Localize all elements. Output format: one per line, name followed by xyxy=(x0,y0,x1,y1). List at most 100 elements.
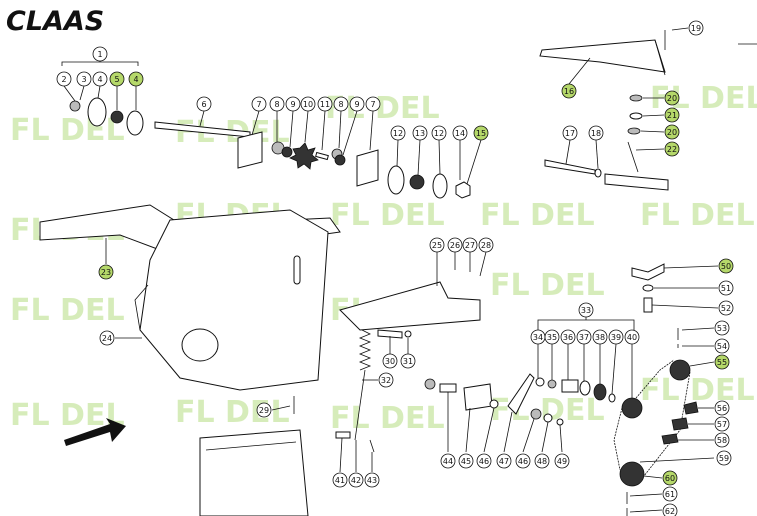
washer-part xyxy=(530,408,542,420)
chain-link-part xyxy=(661,433,679,445)
callout-circle xyxy=(109,71,125,87)
callout-number: 46 xyxy=(518,457,528,466)
callout-number: 34 xyxy=(533,333,543,342)
watermark: FL DEL xyxy=(480,198,595,233)
bearing-part xyxy=(110,110,124,124)
callout-2: 2 xyxy=(56,71,72,87)
callout-circle xyxy=(718,280,734,296)
callout-circle xyxy=(458,453,474,469)
callout-circle xyxy=(382,353,398,369)
callout-54: 54 xyxy=(714,338,730,354)
callout-number: 48 xyxy=(537,457,547,466)
callout-circle xyxy=(561,83,577,99)
callout-number: 42 xyxy=(351,476,361,485)
callout-10: 10 xyxy=(300,96,316,112)
callout-42: 42 xyxy=(348,472,364,488)
callout-1: 1 xyxy=(92,46,108,62)
callout-number: 52 xyxy=(721,304,731,313)
callout-number: 45 xyxy=(461,457,471,466)
callout-circle xyxy=(688,20,704,36)
callout-33: 33 xyxy=(578,302,594,318)
bearing-part xyxy=(334,154,346,166)
callout-49: 49 xyxy=(554,453,570,469)
bearing-part xyxy=(593,383,607,401)
callout-number: 15 xyxy=(476,129,486,138)
callout-number: 7 xyxy=(256,100,261,109)
callout-circle xyxy=(317,96,333,112)
callout-number: 6 xyxy=(201,100,206,109)
callout-22: 22 xyxy=(664,141,680,157)
callout-61: 61 xyxy=(662,486,678,502)
callout-circle xyxy=(554,453,570,469)
watermark: FL DEL xyxy=(640,198,755,233)
callout-60: 60 xyxy=(662,470,678,486)
callout-circle xyxy=(714,432,730,448)
callout-57: 57 xyxy=(714,416,730,432)
bearing-part xyxy=(281,146,293,158)
callout-circle xyxy=(98,264,114,280)
callout-16: 16 xyxy=(561,83,577,99)
callout-number: 40 xyxy=(627,333,637,342)
callout-circle xyxy=(662,503,678,516)
washer-part xyxy=(608,393,616,403)
callout-13: 13 xyxy=(412,125,428,141)
callout-number: 35 xyxy=(547,333,557,342)
watermark: FL DEL xyxy=(490,268,605,303)
callout-44: 44 xyxy=(440,453,456,469)
watermark: FL DEL xyxy=(10,293,125,328)
callout-number: 39 xyxy=(611,333,621,342)
callout-39: 39 xyxy=(608,329,624,345)
callout-38: 38 xyxy=(592,329,608,345)
callout-circle xyxy=(92,71,108,87)
callout-number: 13 xyxy=(415,129,425,138)
callout-number: 16 xyxy=(564,87,574,96)
callout-circle xyxy=(378,372,394,388)
washer-part xyxy=(535,377,545,387)
callout-14: 14 xyxy=(452,125,468,141)
callout-number: 14 xyxy=(455,129,465,138)
callout-circle xyxy=(390,125,406,141)
callout-12: 12 xyxy=(390,125,406,141)
callout-circle xyxy=(56,71,72,87)
callout-number: 55 xyxy=(717,358,727,367)
callout-18: 18 xyxy=(588,125,604,141)
callout-20: 20 xyxy=(664,90,680,106)
callout-number: 50 xyxy=(721,262,731,271)
callout-50: 50 xyxy=(718,258,734,274)
callout-number: 44 xyxy=(443,457,453,466)
callout-41: 41 xyxy=(332,472,348,488)
callout-circle xyxy=(251,96,267,112)
chain-link-part xyxy=(671,417,689,431)
callout-circle xyxy=(364,472,380,488)
callout-number: 56 xyxy=(717,404,727,413)
callout-34: 34 xyxy=(530,329,546,345)
callout-8: 8 xyxy=(269,96,285,112)
callout-number: 59 xyxy=(719,454,729,463)
callout-number: 4 xyxy=(97,75,102,84)
callout-32: 32 xyxy=(378,372,394,388)
callout-number: 38 xyxy=(595,333,605,342)
callout-circle xyxy=(515,453,531,469)
callout-circle xyxy=(714,400,730,416)
sprocket-part xyxy=(621,397,643,419)
callout-number: 57 xyxy=(717,420,727,429)
callout-3: 3 xyxy=(76,71,92,87)
part-drawings xyxy=(39,30,699,516)
wing-nut-part xyxy=(631,263,665,281)
callout-circle xyxy=(128,71,144,87)
washer-part xyxy=(629,112,643,120)
nut-part xyxy=(629,94,643,102)
callout-37: 37 xyxy=(576,329,592,345)
watermark: FL DEL xyxy=(10,113,125,148)
callout-28: 28 xyxy=(478,237,494,253)
callout-number: 28 xyxy=(481,241,491,250)
spacer-tube-part xyxy=(604,173,669,191)
callout-circle xyxy=(431,125,447,141)
callout-24: 24 xyxy=(99,330,115,346)
callout-56: 56 xyxy=(714,400,730,416)
callout-20: 20 xyxy=(664,124,680,140)
callout-4: 4 xyxy=(92,71,108,87)
callout-number: 43 xyxy=(367,476,377,485)
plate-part xyxy=(356,149,379,187)
callout-circle xyxy=(592,329,608,345)
